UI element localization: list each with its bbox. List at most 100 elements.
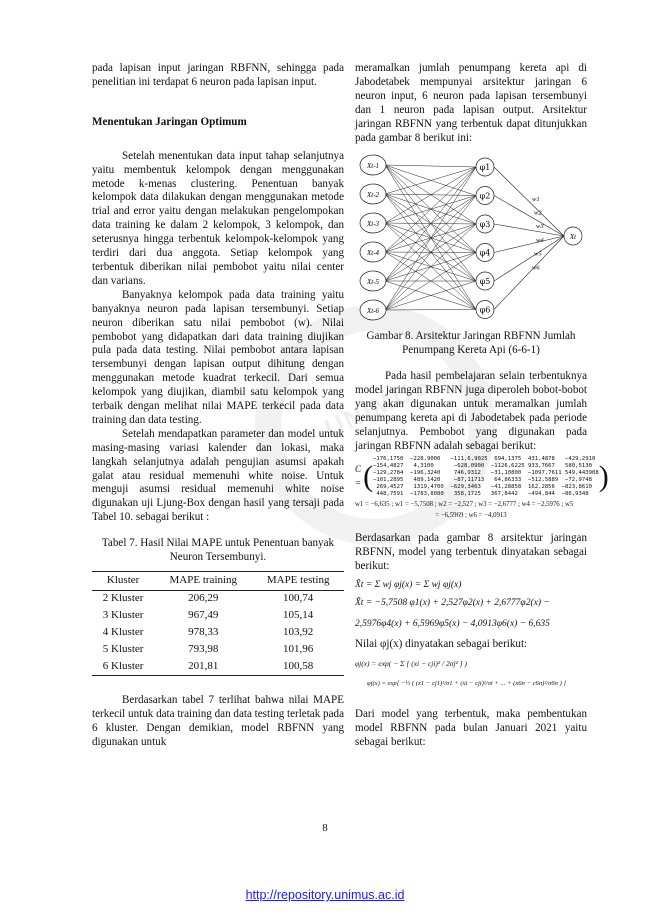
hidden-node-label: φ6 [480,306,491,315]
input-hidden-connection [384,167,477,311]
left-paragraph-1: pada lapisan input jaringan RBFNN, sehin… [92,62,344,88]
hidden-node [475,158,495,177]
table-cell: 978,33 [188,626,219,639]
table-header-mape-training: MAPE training [154,571,253,591]
table-header-kluster: Kluster [92,571,155,591]
table-cell: 3 Kluster [102,609,144,622]
table-row: 4 Kluster 978,33 103,92 [92,625,344,642]
table-cell: 101,96 [283,643,314,656]
input-node-label: Xt-3 [366,220,380,228]
weights-line-1: w1 = −6,635 ; w1 = −5,7508 ; w2 = −2,527… [355,501,574,509]
input-node-label: Xt-5 [366,278,380,286]
right-column: meramalkan jumlah penumpang kereta api d… [355,62,609,750]
model-equation-3: 2,5976φ4(x) + 6,5969φ5(x) − 4,0913φ6(x) … [355,618,550,629]
table-cell: 793,98 [188,643,219,656]
table-row: 5 Kluster 793,98 101,96 [92,642,344,659]
hidden-output-connection [493,236,565,254]
left-column: pada lapisan input jaringan RBFNN, sehin… [92,62,344,750]
weight-label: w3 [536,224,544,231]
hidden-output-connection [493,195,565,237]
hidden-node [475,215,495,234]
right-paragraph-2: Pada hasil pembelajaran selain terbentuk… [355,370,587,452]
table-cell: 100,58 [252,658,344,677]
table-cell: 2 Kluster [102,592,144,605]
table-cell: 201,81 [154,658,253,677]
matrix-row: 269,4527 1319,4700 −629,3463 −41,28858 1… [373,484,592,491]
hidden-node-label: φ1 [480,163,491,172]
phi-equation-2: φj(x) = exp[ −½ ( (x1 − cj1)²/σ1 + (xi −… [367,679,567,687]
table-header-mape-testing: MAPE testing [252,571,344,591]
output-node [563,227,583,246]
table-row: 2 Kluster 206,29 100,74 [92,590,344,607]
input-node [359,242,387,263]
page-number: 8 [322,822,328,834]
table-cell: 4 Kluster [102,626,144,639]
left-paragraph-5: Berdasarkan tabel 7 terlihat bahwa nilai… [92,694,344,749]
left-paragraph-4: Setelah mendapatkan parameter dan model … [92,427,344,524]
input-node [359,271,387,292]
table-cell: 6 Kluster [92,658,155,677]
matrix-row: −101,2895 489,1420 −87,11713 64,86333 −5… [373,476,592,483]
matrix-values: −176,1750 −228,9000 −111,6,9025 694,1375… [373,456,599,499]
input-hidden-connection [384,167,477,282]
table-cell: 105,14 [283,609,314,622]
table-cell: 5 Kluster [102,643,144,656]
hidden-output-connection [493,167,565,237]
model-equation-2: X̂t = −5,7508 φ1(x) + 2,527φ2(x) + 2,677… [355,597,550,608]
matrix-row: −129,2784 −196,3240 746,9312 −31,10800 −… [373,469,599,476]
matrix-row: 448,7591 −1783,8080 358,1725 367,8442 −4… [373,491,589,498]
input-node-label: Xt-2 [366,191,380,199]
table-cell: 100,74 [283,592,314,605]
figure-caption: Gambar 8. Arsitektur Jaringan RBFNN Juml… [366,330,576,357]
weight-label: w5 [534,251,542,258]
center-matrix: C = ( −176,1750 −228,9000 −111,6,9025 69… [355,455,609,498]
input-node [359,155,387,176]
input-node-label: Xt-1 [366,162,379,170]
phi-equation-1: φj(x) = exp( − Σ [ (xi − cji)² / 2σj² ] … [355,658,467,668]
hidden-output-connection [493,236,565,282]
right-paragraph-3: Berdasarkan pada gambar 8 arsitektur jar… [355,532,587,573]
input-hidden-connection [384,252,477,311]
mape-table: Kluster MAPE training MAPE testing 2 Klu… [92,571,344,677]
hidden-node-label: φ3 [480,220,491,229]
right-paragraph-1: meramalkan jumlah penumpang kereta api d… [355,62,587,144]
hidden-node-label: φ4 [480,249,491,258]
weight-label: w4 [536,237,544,244]
right-paragraph-4: Nilai φj(x) dinyatakan sebagai berikut: [355,637,528,650]
matrix-row: −154,4827 4,3100 −628,0900 −1126,6225 93… [373,462,592,469]
input-hidden-connection [384,309,477,311]
input-hidden-connection [384,167,477,253]
input-node-label: Xt-4 [366,249,380,257]
hidden-node [475,243,495,263]
left-paragraph-2: Setelah menentukan data input tahap sela… [92,149,344,287]
footer-repository-link[interactable]: http://repository.unimus.ac.id [245,888,405,902]
matrix-label: C = [355,464,362,488]
input-node-label: Xt-6 [366,307,380,315]
hidden-node-label: φ5 [480,277,491,286]
weight-label: w6 [532,265,540,272]
input-hidden-connection [384,224,477,311]
input-hidden-connection [384,167,477,224]
hidden-node-label: φ2 [480,192,491,201]
table-cell: 103,92 [283,626,314,639]
matrix-row: −176,1750 −228,9000 −111,6,9025 694,1375… [373,455,596,462]
table-caption: Tabel 7. Hasil Nilai MAPE untuk Penentua… [101,537,335,564]
input-hidden-connection [384,281,477,311]
section-heading: Menentukan Jaringan Optimum [92,115,247,128]
input-node [359,300,387,321]
input-node [359,213,387,234]
rbfnn-architecture-figure: Xt-1Xt-2Xt-3Xt-4Xt-5Xt-6φ1φ2φ3φ4φ5φ6w1w2… [359,155,583,321]
input-hidden-connection [384,195,477,311]
hidden-output-connection [493,236,565,311]
right-paragraph-5: Dari model yang terbentuk, maka pembentu… [355,707,587,748]
input-hidden-connection [384,167,477,195]
hidden-output-connection [493,224,565,237]
weight-label: w2 [534,210,542,217]
hidden-node [475,272,495,291]
weights-line-2: = −6,5969 ; w6 = −4,0913 [435,512,507,520]
model-equation-1: X̂t = Σ wj φj(x) = Σ wj φj(x) [355,579,462,590]
output-node-label: Xt [569,233,577,241]
table-cell: 206,29 [188,592,219,605]
